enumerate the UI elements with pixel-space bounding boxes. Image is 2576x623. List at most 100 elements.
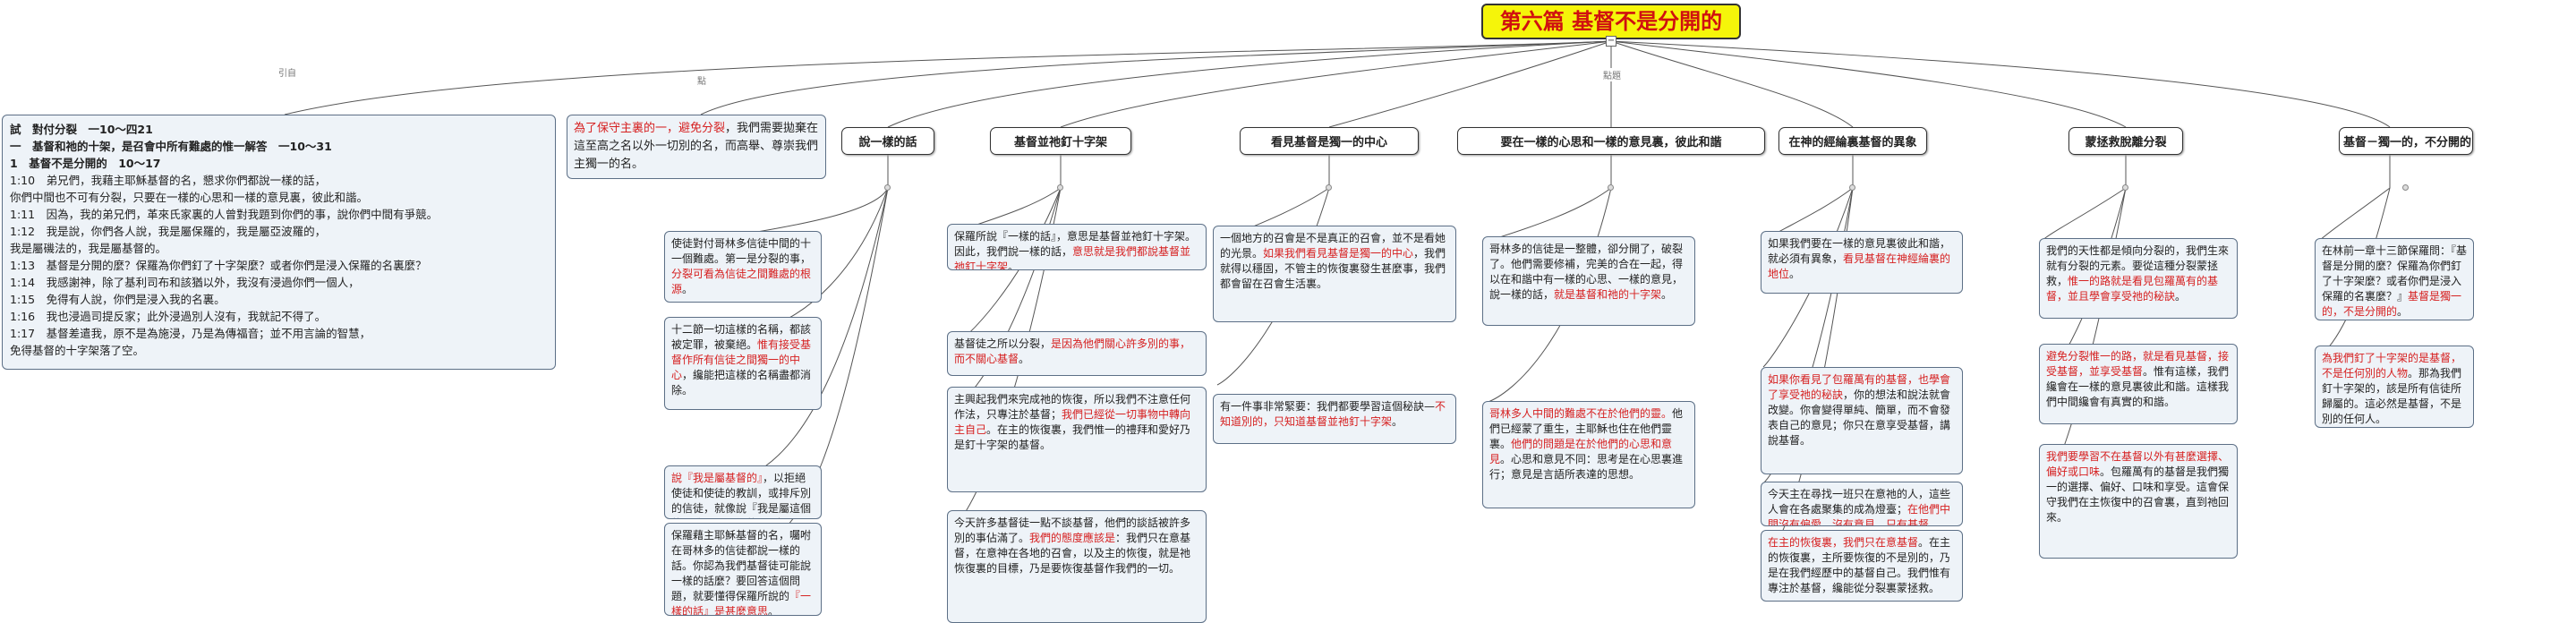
link-b2 <box>1060 40 1612 128</box>
note-text: 一個地方的召會是不是真正的召會，並不是看她的光景。 <box>1220 232 1446 260</box>
branch-header[interactable]: 要在一樣的心思和一樣的意見裏，彼此和諧 <box>1457 127 1765 155</box>
note-text: 一 基督和祂的十架，是召會中所有難處的惟一解答 一10～31 <box>10 140 332 153</box>
highlight-text: 他們的問題是在於他們的心思和意見 <box>1489 438 1673 465</box>
note-text: 保羅所說『一樣的話』，意思是基督並祂釘十字架。因此，我們說一樣的話， <box>954 230 1197 258</box>
intro-line: 試 對付分裂 一10～四21 <box>10 121 548 138</box>
branch-note[interactable]: 使徒對付哥林多信徒中間的十一個難處。第一是分裂的事，分裂可看為信徒之間難處的根源… <box>664 231 822 303</box>
note-text: 1:13 基督是分開的麼？保羅為你們釘了十字架麼？或者你們是浸入保羅的名裏麼？ <box>10 259 427 272</box>
link-b3 <box>1328 40 1612 128</box>
branch-note[interactable]: 為我們釘了十字架的是基督，不是任何別的人物。那為我們釘十字架的，該是所有信徒所歸… <box>2315 346 2474 428</box>
note-text: 在林前一章十三節保羅問：『基督是分開的麼？保羅為你們釘了十字架麼？或者你們是浸入… <box>2322 244 2468 303</box>
root-title[interactable]: 第六篇 基督不是分開的 <box>1481 4 1741 39</box>
note-text: 我是屬磯法的，我是屬基督的。 <box>10 242 167 255</box>
note-text: ，以拒絕使徒和使徒的教訓，或排斥別的信徒，就像說『我是屬這個的，我是屬那個的』，… <box>671 472 812 518</box>
branch-header[interactable]: 基督－獨一的，不分開的 <box>2339 127 2473 155</box>
note-text: 。 <box>2175 290 2187 303</box>
branch-note[interactable]: 哥林多人中間的難處不在於他們的靈。他們已經蒙了重生，主耶穌也住在他們靈裏。他們的… <box>1482 401 1695 508</box>
note-text: 。惟有這樣，我們纔會在一樣的意見裏彼此和諧。這樣我們中間纔會有真實的和諧。 <box>2046 365 2230 408</box>
highlight-text: 分裂可看為信徒之間難處的根源 <box>671 268 812 295</box>
branch-note[interactable]: 十二節一切這樣的名稱，都該被定罪，被棄絕。惟有接受基督作所有信徒之間獨一的中心，… <box>664 317 822 410</box>
link-label-main: 點題 <box>1602 68 1622 81</box>
highlight-text: 是因為他們關心許多別的事，而不關心基督 <box>954 337 1191 365</box>
link-b6 <box>1610 40 2127 128</box>
branch-note[interactable]: 如果你看見了包羅萬有的基督，也學會了享受祂的秘訣，你的想法和說法就會改變。你會變… <box>1761 367 1963 474</box>
branch-header[interactable]: 看見基督是獨一的中心 <box>1240 127 1419 155</box>
highlight-text: 我們已經從一切事物中轉向主自己 <box>954 408 1191 436</box>
intro-line: 1:17 基督差遣我，原不是為施浸，乃是為傳福音；並不用言論的智慧， <box>10 325 548 342</box>
branch-note[interactable]: 如果我們要在一樣的意見裏彼此和諧，就必須有異象，看見基督在神經綸裏的地位。 <box>1761 231 1963 294</box>
branch-header[interactable]: 說一樣的話 <box>841 127 934 155</box>
branch-note[interactable]: 在主的恢復裏，我們只在意基督。在主的恢復裏，主所要恢復的不是別的，乃是在我們經歷… <box>1761 530 1963 602</box>
note-text: 1:17 基督差遣我，原不是為施浸，乃是為傳福音；並不用言論的智慧， <box>10 327 371 340</box>
note-text: ，纔能把這樣的名稱盡都消除。 <box>671 369 812 397</box>
intro-line: 1:13 基督是分開的麼？保羅為你們釘了十字架麼？或者你們是浸入保羅的名裏麼？ <box>10 257 548 274</box>
intro-line: 1 基督不是分開的 10～17 <box>10 155 548 172</box>
branch-note[interactable]: 我們的天性都是傾向分裂的，我們生來就有分裂的元素。要從這種分裂蒙拯救，惟一的路就… <box>2039 238 2238 319</box>
note-text: 1:14 我感謝神，除了基利司布和該猶以外，我沒有浸過你們一個人， <box>10 276 360 289</box>
note-text: 我們的天性都是傾向分裂的，我們生來就有分裂的元素。要從這種分裂蒙拯救， <box>2046 244 2230 287</box>
intro-line: 免得基督的十字架落了空。 <box>10 342 548 359</box>
intro-line: 1:16 我也浸過司提反家；此外浸過別人沒有，我就記不得了。 <box>10 308 548 325</box>
branch-note[interactable]: 主興起我們來完成祂的恢復，所以我們不注意任何作法，只專注於基督；我們已經從一切事… <box>947 387 1207 492</box>
note-text: 。 <box>1008 260 1019 270</box>
note-text: ：我們只在意基督，在意神在各地的召會，以及主的恢復，就是祂恢復裏的目標，乃是要恢… <box>954 532 1191 575</box>
branch-note[interactable]: 有一件事非常緊要：我們都要學習這個秘訣—不知道別的，只知道基督並祂釘十字架。 <box>1213 394 1456 444</box>
branch-note[interactable]: 基督徒之所以分裂，是因為他們關心許多別的事，而不關心基督。 <box>947 331 1207 376</box>
branch-note[interactable]: 保羅所說『一樣的話』，意思是基督並祂釘十字架。因此，我們說一樣的話，意思就是我們… <box>947 224 1207 270</box>
note-text: ，你的想法和說法就會改變。你會變得單純、簡單，而不會發表自己的意見；你只在意享受… <box>1768 388 1951 447</box>
note-text: 。 <box>682 283 694 295</box>
branch-note[interactable]: 今天主在尋找一班只在意祂的人，這些人會在各處聚集的成為燈臺；在他們中間沒有偏愛，… <box>1761 482 1963 526</box>
branch-note[interactable]: 今天許多基督徒一點不談基督，他們的談話被許多別的事佔滿了。我們的態度應該是：我們… <box>947 510 1207 623</box>
note-text: 今天主在尋找一班只在意祂的人，這些人會在各處聚集的成為燈臺； <box>1768 488 1951 516</box>
branch-note[interactable]: 保羅藉主耶穌基督的名，囑咐在哥林多的信徒都說一樣的話。你認為我們基督徒可能說一樣… <box>664 523 822 616</box>
link-b7 <box>1610 40 2391 128</box>
branch-connector-dot <box>884 184 891 191</box>
highlight-text: 說『我是屬基督的』 <box>671 472 763 484</box>
note-text: 1:11 因為，我的弟兄們，革來氏家裏的人曾對我題到你們的事，說你們中間有爭競。 <box>10 208 439 221</box>
note-text: 。在主的恢復裏，我們惟一的禮拜和愛好乃是釘十字架的基督。 <box>954 423 1191 451</box>
highlight-text: 我們要學習不在基督以外有甚麼選擇、偏好或口味 <box>2046 450 2230 478</box>
note-text: 。 <box>1661 288 1673 301</box>
note-text: ，我們需要拋棄在這至高之名以外一切別的名，而高舉、尊崇我們主獨一的名。 <box>574 122 819 171</box>
note-text: 。 <box>1929 518 1941 526</box>
point-note[interactable]: 為了保守主裏的一，避免分裂，我們需要拋棄在這至高之名以外一切別的名，而高舉、尊崇… <box>567 115 826 179</box>
note-text: 他們已經蒙了重生，主耶穌也住在他們靈裏。 <box>1489 407 1684 450</box>
branch-header[interactable]: 基督並祂釘十字架 <box>990 127 1131 155</box>
branch-connector-dot <box>2122 184 2128 191</box>
branch-note[interactable]: 說『我是屬基督的』，以拒絕使徒和使徒的教訓，或排斥別的信徒，就像說『我是屬這個的… <box>664 465 822 519</box>
highlight-text: 為了保守主裏的一，避免分裂 <box>574 122 726 135</box>
highlight-text: 如果我們看見基督是獨一的中心 <box>1263 247 1414 260</box>
note-text: 十二節一切這樣的名稱，都該被定罪，被棄絕。 <box>671 323 812 351</box>
note-text: 試 對付分裂 一10～四21 <box>10 123 153 136</box>
link-label-point: 點 <box>696 73 707 87</box>
note-text: 。在主的恢復裏，主所要恢復的不是別的，乃是在我們經歷中的基督自己。我們惟有專注於… <box>1768 536 1951 594</box>
note-text: 。 <box>1019 353 1030 365</box>
branch-note[interactable]: 在林前一章十三節保羅問：『基督是分開的麼？保羅為你們釘了十字架麼？或者你們是浸入… <box>2315 238 2474 320</box>
note-text: 。那為我們釘十字架的，該是所有信徒所歸屬的。這必然是基督，不是別的任何人。 <box>2322 367 2462 425</box>
note-text: ，我們就得以穩固，不管主的恢復裏發生甚麼事，我們都會留在召會生活裏。 <box>1220 247 1446 290</box>
branch-note[interactable]: 哥林多的信徒是一整體，卻分開了，破裂了。他們需要修補，完美的合在一起，得以在和諧… <box>1482 236 1695 326</box>
intro-line: 1:12 我是說，你們各人說，我是屬保羅的，我是屬亞波羅的， <box>10 223 548 240</box>
highlight-text: 如果你看見了包羅萬有的基督，也學會了享受祂的秘訣 <box>1768 373 1951 401</box>
branch-header[interactable]: 蒙拯救脫離分裂 <box>2068 127 2183 155</box>
link-b5 <box>1610 40 1854 128</box>
intro-passage[interactable]: 試 對付分裂 一10～四21 一 基督和祂的十架，是召會中所有難處的惟一解答 一1… <box>2 115 556 370</box>
note-text: 哥林多的信徒是一整體，卻分開了，破裂了。他們需要修補，完美的合在一起，得以在和諧… <box>1489 243 1684 301</box>
branch-connector-dot <box>2402 184 2409 191</box>
note-text: 1:15 免得有人說，你們是浸入我的名裏。 <box>10 293 226 306</box>
note-text: 主興起我們來完成祂的恢復，所以我們不注意任何作法，只專注於基督； <box>954 393 1191 421</box>
branch-header[interactable]: 在神的經綸裏基督的異象 <box>1778 127 1927 155</box>
intro-line: 一 基督和祂的十架，是召會中所有難處的惟一解答 一10～31 <box>10 138 548 155</box>
branch-note[interactable]: 一個地方的召會是不是真正的召會，並不是看她的光景。如果我們看見基督是獨一的中心，… <box>1213 226 1456 322</box>
branch-note[interactable]: 我們要學習不在基督以外有甚麼選擇、偏好或口味。包羅萬有的基督是我們獨一的選擇、偏… <box>2039 444 2238 559</box>
note-text: 1:12 我是說，你們各人說，我是屬保羅的，我是屬亞波羅的， <box>10 225 327 238</box>
branch-note[interactable]: 避免分裂惟一的路，就是看見基督，接受基督，並享受基督。惟有這樣，我們纔會在一樣的… <box>2039 344 2238 424</box>
note-text: 有一件事非常緊要：我們都要學習這個秘訣— <box>1220 400 1436 413</box>
note-text: 1:16 我也浸過司提反家；此外浸過別人沒有，我就記不得了。 <box>10 310 327 323</box>
note-text: 。 <box>1392 415 1403 428</box>
collapse-toggle-icon[interactable]: − <box>1606 36 1616 47</box>
highlight-text: 基督是獨一的，不是分開的 <box>2322 290 2462 318</box>
highlight-text: 就是基督和祂的十字架 <box>1554 288 1662 301</box>
note-text: 。包羅萬有的基督是我們獨一的選擇、偏好、口味和享受。這會保守我們在主恢復中的召會… <box>2046 465 2230 524</box>
intro-line: 1:11 因為，我的弟兄們，革來氏家裏的人曾對我題到你們的事，說你們中間有爭競。 <box>10 206 548 223</box>
